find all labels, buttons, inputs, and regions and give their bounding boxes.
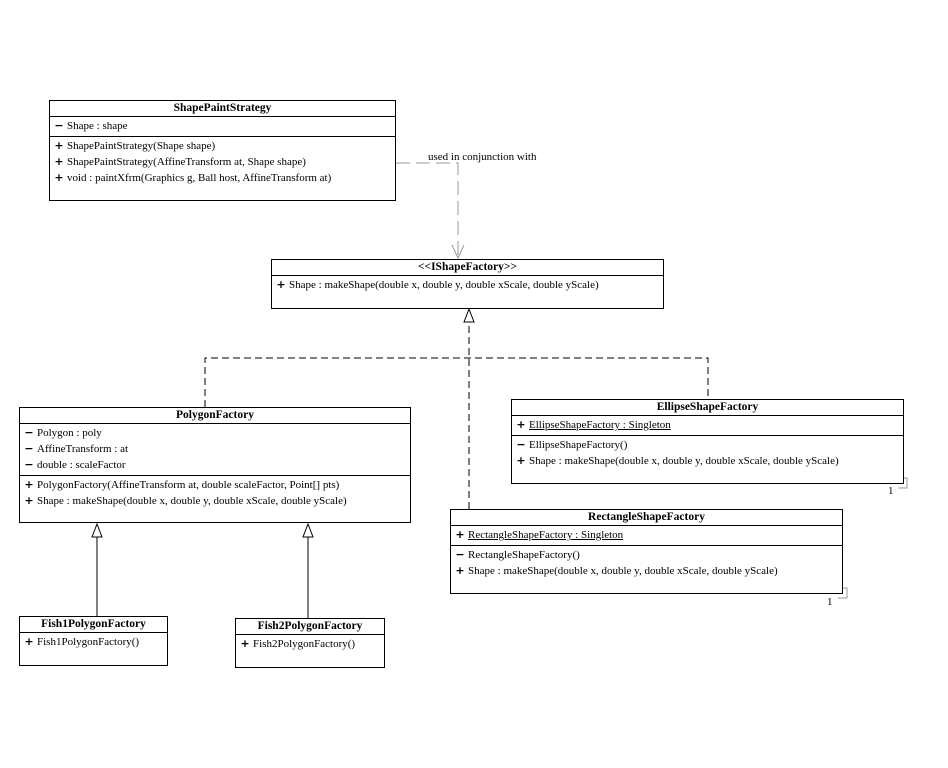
class-name: PolygonFactory [20,408,410,424]
private-marker: − [455,548,465,561]
static-attribute-text: EllipseShapeFactory : Singleton [529,419,671,431]
operation-text: Fish2PolygonFactory() [253,638,356,650]
operation-text: Shape : makeShape(double x, double y, do… [37,495,347,507]
usage-dependency [396,162,465,260]
interface-ishape-factory[interactable]: <<IShapeFactory>> +Shape : makeShape(dou… [271,259,664,309]
operations-section: +PolygonFactory(AffineTransform at, doub… [20,476,410,511]
operation-text: ShapePaintStrategy(Shape shape) [67,140,216,152]
public-marker: + [516,418,526,431]
private-marker: − [24,426,34,439]
operation-text: Shape : makeShape(double x, double y, do… [289,279,599,291]
operation-text: Fish1PolygonFactory() [37,636,140,648]
operation-row: +Shape : makeShape(double x, double y, d… [20,493,410,509]
realization-polygon-ellipse [204,357,709,407]
usage-label: used in conjunction with [428,151,537,163]
class-fish1-polygon-factory[interactable]: Fish1PolygonFactory +Fish1PolygonFactory… [19,616,168,666]
operation-text: void : paintXfrm(Graphics g, Ball host, … [67,172,332,184]
class-name: Fish1PolygonFactory [20,617,167,633]
private-marker: − [24,458,34,471]
attributes-section: +EllipseShapeFactory : Singleton [512,416,903,436]
operations-section: +Fish1PolygonFactory() [20,633,167,652]
class-name: ShapePaintStrategy [50,101,395,117]
class-name: Fish2PolygonFactory [236,619,384,635]
generalization-fish2 [302,522,314,618]
attributes-section: +RectangleShapeFactory : Singleton [451,526,842,546]
operation-row: −EllipseShapeFactory() [512,437,903,453]
class-name: <<IShapeFactory>> [272,260,663,276]
public-marker: + [240,637,250,650]
public-marker: + [516,454,526,467]
operations-section: +Shape : makeShape(double x, double y, d… [272,276,663,295]
attribute-row: −double : scaleFactor [20,457,410,473]
public-marker: + [455,528,465,541]
operation-row: +void : paintXfrm(Graphics g, Ball host,… [50,170,395,186]
class-name: RectangleShapeFactory [451,510,842,526]
attribute-text: Shape : shape [67,120,128,132]
private-marker: − [516,438,526,451]
attribute-row: +RectangleShapeFactory : Singleton [451,527,842,543]
class-rectangle-shape-factory[interactable]: RectangleShapeFactory +RectangleShapeFac… [450,509,843,594]
operation-text: RectangleShapeFactory() [468,549,580,561]
attribute-text: AffineTransform : at [37,443,129,455]
class-name: EllipseShapeFactory [512,400,903,416]
attributes-section: −Polygon : poly −AffineTransform : at −d… [20,424,410,476]
multiplicity-label: 1 [888,485,894,497]
private-marker: − [24,442,34,455]
operation-row: −RectangleShapeFactory() [451,547,842,563]
generalization-fish1 [91,522,103,616]
attribute-text: Polygon : poly [37,427,102,439]
public-marker: + [54,155,64,168]
realization-rectangle [463,307,475,509]
public-marker: + [54,171,64,184]
attribute-row: −AffineTransform : at [20,441,410,457]
private-marker: − [54,119,64,132]
multiplicity-label: 1 [827,596,833,608]
attribute-row: +EllipseShapeFactory : Singleton [512,417,903,433]
operation-row: +Shape : makeShape(double x, double y, d… [272,277,663,293]
operations-section: +ShapePaintStrategy(Shape shape) +ShapeP… [50,137,395,188]
operation-row: +Shape : makeShape(double x, double y, d… [451,563,842,579]
operations-section: −EllipseShapeFactory() +Shape : makeShap… [512,436,903,471]
public-marker: + [24,635,34,648]
class-shape-paint-strategy[interactable]: ShapePaintStrategy −Shape : shape +Shape… [49,100,396,201]
public-marker: + [276,278,286,291]
attribute-text: double : scaleFactor [37,459,126,471]
operation-text: EllipseShapeFactory() [529,439,628,451]
operation-row: +Fish1PolygonFactory() [20,634,167,650]
attribute-row: −Polygon : poly [20,425,410,441]
attributes-section: −Shape : shape [50,117,395,137]
class-polygon-factory[interactable]: PolygonFactory −Polygon : poly −AffineTr… [19,407,411,523]
operation-row: +PolygonFactory(AffineTransform at, doub… [20,477,410,493]
operation-text: Shape : makeShape(double x, double y, do… [529,455,839,467]
operation-text: PolygonFactory(AffineTransform at, doubl… [37,479,340,491]
static-attribute-text: RectangleShapeFactory : Singleton [468,529,624,541]
operation-row: +ShapePaintStrategy(AffineTransform at, … [50,154,395,170]
operation-row: +Fish2PolygonFactory() [236,636,384,652]
operation-row: +Shape : makeShape(double x, double y, d… [512,453,903,469]
class-fish2-polygon-factory[interactable]: Fish2PolygonFactory +Fish2PolygonFactory… [235,618,385,668]
public-marker: + [24,494,34,507]
public-marker: + [455,564,465,577]
operation-row: +ShapePaintStrategy(Shape shape) [50,138,395,154]
class-ellipse-shape-factory[interactable]: EllipseShapeFactory +EllipseShapeFactory… [511,399,904,484]
operation-text: ShapePaintStrategy(AffineTransform at, S… [67,156,306,168]
attribute-row: −Shape : shape [50,118,395,134]
operations-section: −RectangleShapeFactory() +Shape : makeSh… [451,546,842,581]
public-marker: + [24,478,34,491]
operations-section: +Fish2PolygonFactory() [236,635,384,654]
public-marker: + [54,139,64,152]
operation-text: Shape : makeShape(double x, double y, do… [468,565,778,577]
